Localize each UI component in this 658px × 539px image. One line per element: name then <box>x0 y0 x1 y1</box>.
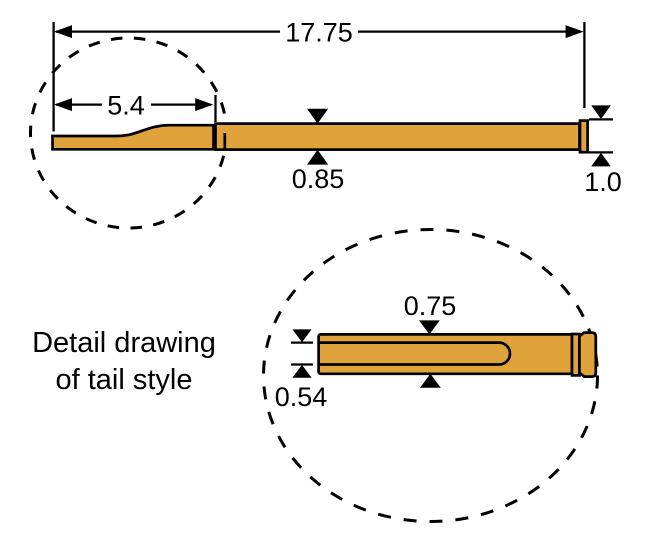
tool-tail-profile <box>51 123 215 151</box>
dimension-overall-length: 17.75 <box>52 18 586 132</box>
callout-circle-detail <box>262 228 599 523</box>
tool-shaft <box>214 122 581 151</box>
drawing-root: 17.75 5.4 0.85 1.0 <box>29 18 622 523</box>
dim-arrow-up <box>292 364 312 378</box>
tool-end-cap <box>578 119 589 154</box>
dim-arrow-up <box>420 373 441 388</box>
caption-line-1: Detail drawing <box>32 327 216 359</box>
overall-length-label: 17.75 <box>285 18 353 48</box>
tail-length-label: 5.4 <box>107 91 145 121</box>
dim-arrow-left <box>54 98 72 112</box>
dim-arrow-down <box>591 105 611 119</box>
detail-view: 0.75 0.54 <box>275 291 598 412</box>
dim-arrow-right <box>195 98 214 112</box>
tip-thickness-label: 1.0 <box>584 167 622 197</box>
dim-arrow-right <box>565 25 584 39</box>
detail-caption: Detail drawing of tail style <box>32 327 216 396</box>
dim-arrow-up <box>591 152 611 167</box>
dim-arrow-down <box>419 320 440 335</box>
dimension-detail-outer: 0.75 <box>404 291 457 388</box>
detail-slot-outline <box>318 341 512 366</box>
detail-tail-bar <box>317 333 574 376</box>
detail-end-cap <box>578 331 598 378</box>
dim-arrow-left <box>54 25 72 39</box>
shaft-thickness-label: 0.85 <box>292 164 345 194</box>
dimension-detail-inner: 0.54 <box>275 329 328 412</box>
dim-arrow-up <box>307 149 329 165</box>
dimension-tail-length: 5.4 <box>54 91 217 122</box>
caption-line-2: of tail style <box>56 364 193 396</box>
detail-outer-label: 0.75 <box>404 291 457 321</box>
detail-inner-label: 0.54 <box>275 382 328 412</box>
dim-arrow-down <box>292 329 312 343</box>
dimension-tip-thickness: 1.0 <box>584 105 622 197</box>
dim-arrow-down <box>307 108 329 124</box>
dimension-shaft-thickness: 0.85 <box>292 108 345 194</box>
